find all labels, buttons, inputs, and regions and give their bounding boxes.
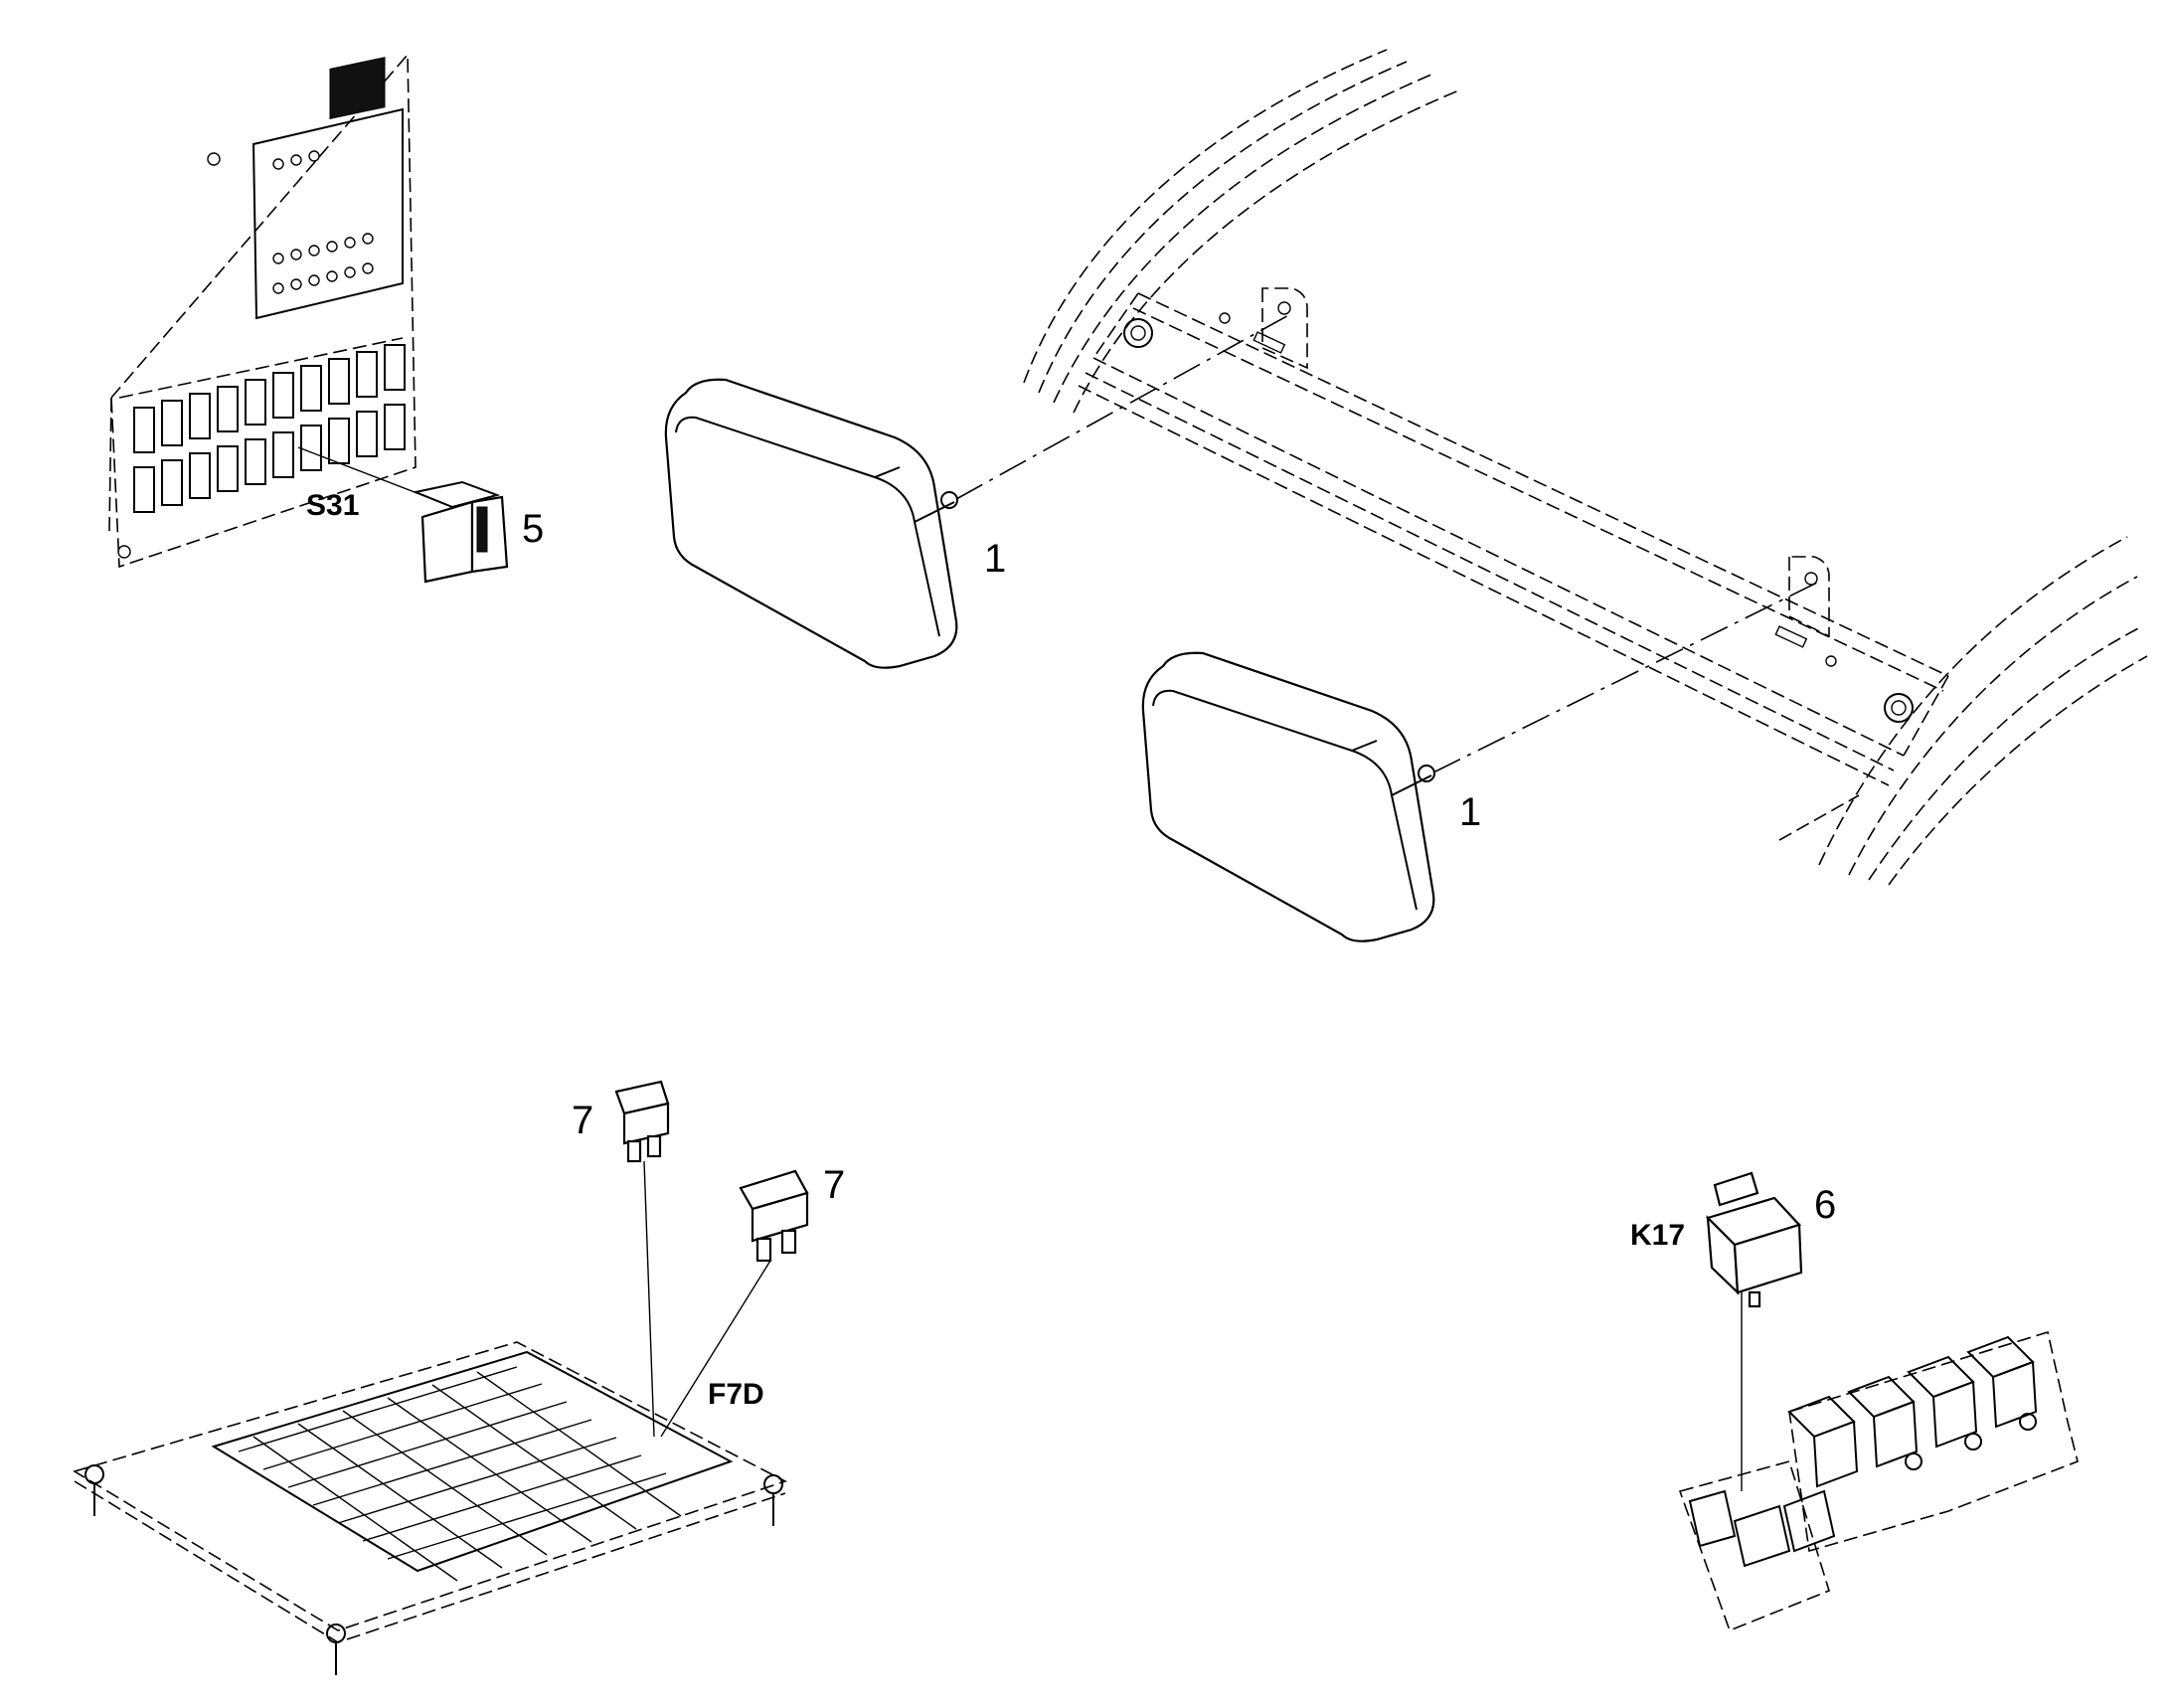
switch-panel: [108, 52, 417, 569]
work-lamp-lower: 1: [1141, 651, 1481, 942]
fuse-lower-callout: 7: [823, 1163, 845, 1207]
work-lamp-upper: 1: [664, 378, 1006, 669]
vehicle-frame: [1023, 49, 2148, 886]
switch-code-label: S31: [306, 489, 359, 522]
fuse-code-label: F7D: [708, 1378, 764, 1411]
relay-block: [1678, 1330, 2079, 1632]
fuse-lower: 7: [739, 1163, 845, 1263]
lamp-lower-callout: 1: [1459, 790, 1481, 834]
lamp-upper-callout: 1: [984, 537, 1006, 581]
fuse-lower-leader: [660, 1260, 771, 1438]
lamp-upper-leader: [955, 312, 1293, 500]
lamp-lower-leader: [1432, 581, 1820, 773]
fuse-upper-callout: 7: [572, 1099, 593, 1142]
relay-callout: 6: [1814, 1183, 1836, 1227]
relay-k17: K17 6: [1630, 1171, 1836, 1308]
fuse-upper: 7: [572, 1080, 670, 1163]
fuse-upper-leader: [643, 1160, 655, 1438]
rocker-switch-s31: S31 5: [297, 446, 544, 584]
switch-callout: 5: [522, 507, 544, 551]
relay-code-label: K17: [1630, 1219, 1685, 1252]
fuse-box: [73, 1341, 788, 1675]
